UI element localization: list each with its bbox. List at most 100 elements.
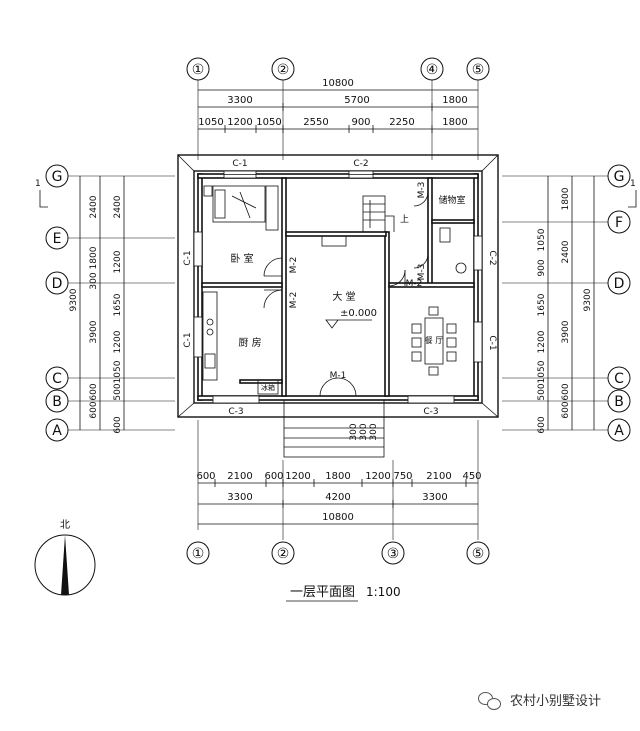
dim-left-b-1: 2400 [113,195,123,218]
axis-right-g: G [614,169,625,185]
dim-right-b-3: 1650 [537,293,547,316]
fridge-label: 冰箱 [261,383,275,392]
plan-scale: 1:100 [366,585,401,599]
watermark: 农村小别墅设计 [478,690,602,710]
dim-right-a-4: 600 [561,383,571,400]
axis-right-f: F [615,215,623,231]
dim-top-fine-4: 2550 [303,117,328,128]
dim-top-mid-3: 1800 [442,95,467,106]
dim-left-a-1: 2400 [89,195,99,218]
label-m3-b: M-3 [417,264,427,281]
dim-top-fine-7: 1800 [442,117,467,128]
dim-bottom-fine-2: 2100 [227,471,252,482]
axis-bubbles-top: ① ② ④ ⑤ [186,57,490,160]
dim-right-a-5: 600 [561,401,571,418]
dim-top-mid-1: 3300 [227,95,252,106]
dim-bottom-fine-7: 750 [393,471,412,482]
dim-right-a-3: 3900 [561,320,571,343]
wardrobe [265,185,279,231]
dim-bottom-mid-2: 4200 [325,492,350,503]
dim-bottom-mid-3: 3300 [422,492,447,503]
room-hall: 大 堂 [332,290,355,303]
dim-top-fine-1: 1050 [198,117,223,128]
dim-right-b-2: 900 [537,259,547,276]
watermark-text: 农村小别墅设计 [510,694,602,709]
stair: 上 [362,195,409,233]
axis-top-4: ④ [426,62,439,78]
doors [263,191,429,397]
dimensions-bottom: 600 2100 600 1200 1800 1200 750 2100 450… [196,420,482,540]
axis-left-b: B [52,394,62,410]
axis-left-c: C [52,371,62,387]
north-arrow-icon: 北 [34,519,96,596]
room-storage: 储物室 [438,194,465,206]
stair-up-label: 上 [400,214,409,225]
axis-right-a: A [614,423,624,439]
entry-steps: 300 300 300 [283,400,385,458]
dim-bottom-mid-1: 3300 [227,492,252,503]
interior-walls [197,173,479,401]
axis-top-5: ⑤ [472,62,485,78]
axis-bottom-2: ② [277,546,290,562]
axis-right-c: C [614,371,624,387]
section-marks: 1 1 [35,179,637,208]
dim-left-b-5: 1050 [113,360,123,383]
label-c3-right: C-3 [423,407,438,417]
dim-step-2: 300 [359,423,369,440]
dim-top-mid-2: 5700 [344,95,369,106]
dimensions-top: 10800 3300 5700 1800 1050 1200 1050 2550… [198,78,478,133]
furniture: 冰箱 [202,185,467,395]
bed [212,185,266,223]
dim-right-c-1: 600 [537,416,547,433]
label-c1-right: C-1 [487,335,497,350]
dim-right-a-2: 2400 [561,240,571,263]
elevation-triangle [325,319,339,329]
dim-step-1: 300 [349,423,359,440]
axis-bubbles-right: G F D C B A 9300 1800 2400 3900 600 600 … [502,164,631,442]
dim-bottom-fine-1: 600 [196,471,215,482]
axis-bottom-1: ① [192,546,205,562]
dim-bottom-fine-3: 600 [264,471,283,482]
axis-left-e: E [53,231,62,247]
dim-left-c-1: 600 [113,416,123,433]
axis-top-1: ① [192,62,205,78]
section-mark-left: 1 [35,179,41,189]
hall-cabinet [321,235,347,247]
dim-right-b-1: 1050 [537,228,547,251]
dim-left-b-3: 1650 [113,293,123,316]
dim-bottom-fine-4: 1200 [285,471,310,482]
label-m1: M-1 [330,371,347,381]
fridge [257,379,279,395]
axis-left-a: A [52,423,62,439]
room-dining: 餐 厅 [425,336,444,345]
axis-bottom-5: ⑤ [472,546,485,562]
dim-left-a-2: 1800 [89,246,99,269]
dim-right-b-6: 500 [537,383,547,400]
dim-top-fine-3: 1050 [256,117,281,128]
label-c2-right: C-2 [487,250,497,265]
axis-bottom-3: ③ [387,546,400,562]
label-c1-left-b: C-1 [183,332,193,347]
dim-left-a-4: 3900 [89,320,99,343]
axis-bubbles-bottom: ① ② ③ ⑤ [186,541,490,565]
plan-title: 一层平面图 [290,585,355,600]
chat-bubble-icon [478,691,504,710]
dim-bottom-fine-9: 450 [462,471,481,482]
label-c1-top: C-1 [232,159,247,169]
toilet [439,227,451,243]
dim-bottom-fine-6: 1200 [365,471,390,482]
dim-left-b-4: 1200 [113,330,123,353]
dim-bottom-fine-5: 1800 [325,471,350,482]
dim-bottom-fine-8: 2100 [426,471,451,482]
dim-right-a-1: 1800 [561,187,571,210]
axis-left-g: G [52,169,63,185]
kitchen-counter [202,291,218,381]
axis-right-b: B [614,394,624,410]
elevation-mark: ±0.000 [340,308,377,319]
axis-left-d: D [52,276,63,292]
section-mark-right: 1 [630,179,636,189]
dim-bottom-total: 10800 [322,512,354,523]
label-m2-b: M-2 [289,292,299,309]
dim-left-a-3: 300 [89,272,99,289]
